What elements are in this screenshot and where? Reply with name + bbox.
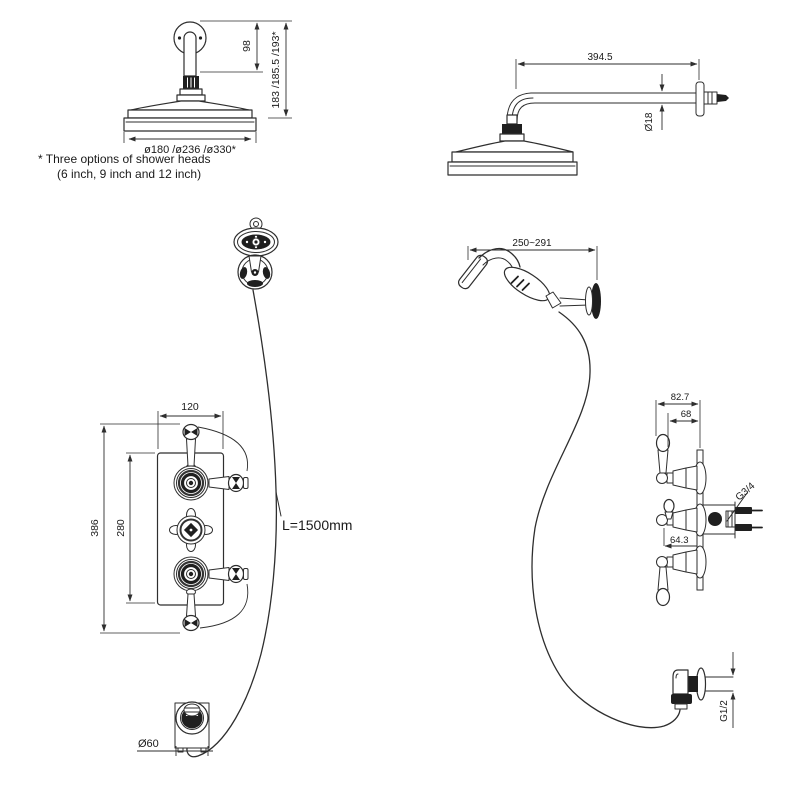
ceiling-shower-head-drawing: 98 183 /185.5 /193* ø180 /ø236 /ø330* xyxy=(123,20,292,156)
bracket-flange-side xyxy=(591,283,601,319)
hose-collar xyxy=(674,703,688,710)
valve-top-lever-swing-arc xyxy=(197,426,249,472)
outlet-elbow-body xyxy=(672,669,689,695)
head-band-lower xyxy=(123,117,257,132)
head-bell xyxy=(130,100,250,111)
hose-length-leader xyxy=(275,491,282,517)
concealed-valve-side-drawing: 82.7 68 G3/4 64.3 xyxy=(655,392,763,607)
outlet-nipple xyxy=(183,703,201,717)
valve-side-bottom-assembly xyxy=(655,545,707,607)
note-line-1: * Three options of shower heads xyxy=(38,152,211,166)
handset-tail-cone xyxy=(545,291,562,309)
dim-arm-height: 98 xyxy=(241,40,253,52)
dim-body-depth: 68 xyxy=(681,409,692,420)
outlet-elbow-side-drawing: G1/2 xyxy=(671,652,736,728)
dim-overall-height: 183 /185.5 /193* xyxy=(270,31,282,108)
wall-shower-arm-drawing: 394.5 Ø18 xyxy=(447,52,729,176)
head-collar xyxy=(179,88,203,96)
dim-handle-offset: 64.3 xyxy=(670,535,689,546)
dim-inlet-thread: G3/4 xyxy=(734,480,758,503)
dim-valve-overall-height: 386 xyxy=(89,519,101,537)
dim-overall-depth: 82.7 xyxy=(671,392,690,403)
shower-hose-front xyxy=(186,289,278,758)
dim-arm-length: 394.5 xyxy=(587,52,612,63)
arm-inner-curve xyxy=(516,102,700,122)
dim-bracket-reach: 250~291 xyxy=(512,238,552,249)
hose-length-text: L=1500mm xyxy=(282,517,352,533)
valve-side-middle-assembly xyxy=(656,498,763,539)
outlet-elbow-front-drawing: Ø60 xyxy=(137,701,213,756)
diverter-side-knob xyxy=(708,512,722,526)
concealed-valve-front-drawing: 120 386 280 xyxy=(89,401,249,634)
note-text: * Three options of shower heads (6 inch,… xyxy=(38,152,211,181)
valve-top-knob xyxy=(173,465,209,501)
handset-handle-side xyxy=(503,266,551,302)
head-collar-side xyxy=(499,133,525,142)
head-band-lower-side xyxy=(447,161,578,176)
dim-head-diameters: ø180 /ø236 /ø330* xyxy=(144,144,236,156)
hose-length-label: L=1500mm xyxy=(275,491,352,533)
valve-bottom-lever-horizontal xyxy=(208,564,249,584)
inlet-thread-leader xyxy=(726,492,748,522)
drop-arm xyxy=(183,31,197,77)
head-collar-base xyxy=(176,94,206,102)
wall-flange xyxy=(695,81,705,117)
handset-bracket-front-drawing xyxy=(233,217,279,290)
head-bell-side xyxy=(455,140,574,153)
thread-hub xyxy=(703,91,718,105)
head-band-upper xyxy=(127,109,253,119)
handset-spray-disc-side xyxy=(457,254,489,290)
inlet-stub-bottom xyxy=(735,524,752,531)
valve-bottom-knob xyxy=(173,556,209,592)
dim-plate-height: 280 xyxy=(115,519,127,537)
head-nut xyxy=(502,124,522,134)
valve-diverter-cross-handle xyxy=(169,508,213,552)
inlet-stub-top xyxy=(735,507,752,514)
handset-grip xyxy=(248,255,262,273)
arm-outer-curve xyxy=(506,92,700,122)
dim-arm-diameter: Ø18 xyxy=(644,112,655,131)
dim-outlet-diameter: Ø60 xyxy=(138,738,159,750)
head-stub xyxy=(506,114,518,125)
handset-bracket-side-drawing: 250~291 xyxy=(457,238,601,319)
valve-bottom-lever-vertical xyxy=(182,588,200,632)
head-band-upper-side xyxy=(451,151,574,163)
thread-tail xyxy=(717,94,729,102)
shower-hose-side xyxy=(531,311,681,729)
flange-screw-right xyxy=(198,36,203,40)
valve-top-lever-horizontal xyxy=(208,473,249,493)
flange-screw-left xyxy=(177,36,182,40)
outlet-nut-side xyxy=(687,676,698,692)
dim-outlet-thread: G1/2 xyxy=(719,700,730,722)
dim-plate-width: 120 xyxy=(181,401,199,413)
valve-side-top-assembly xyxy=(655,433,707,495)
note-line-2: (6 inch, 9 inch and 12 inch) xyxy=(57,167,201,181)
valve-bottom-lever-swing-arc xyxy=(199,583,249,629)
